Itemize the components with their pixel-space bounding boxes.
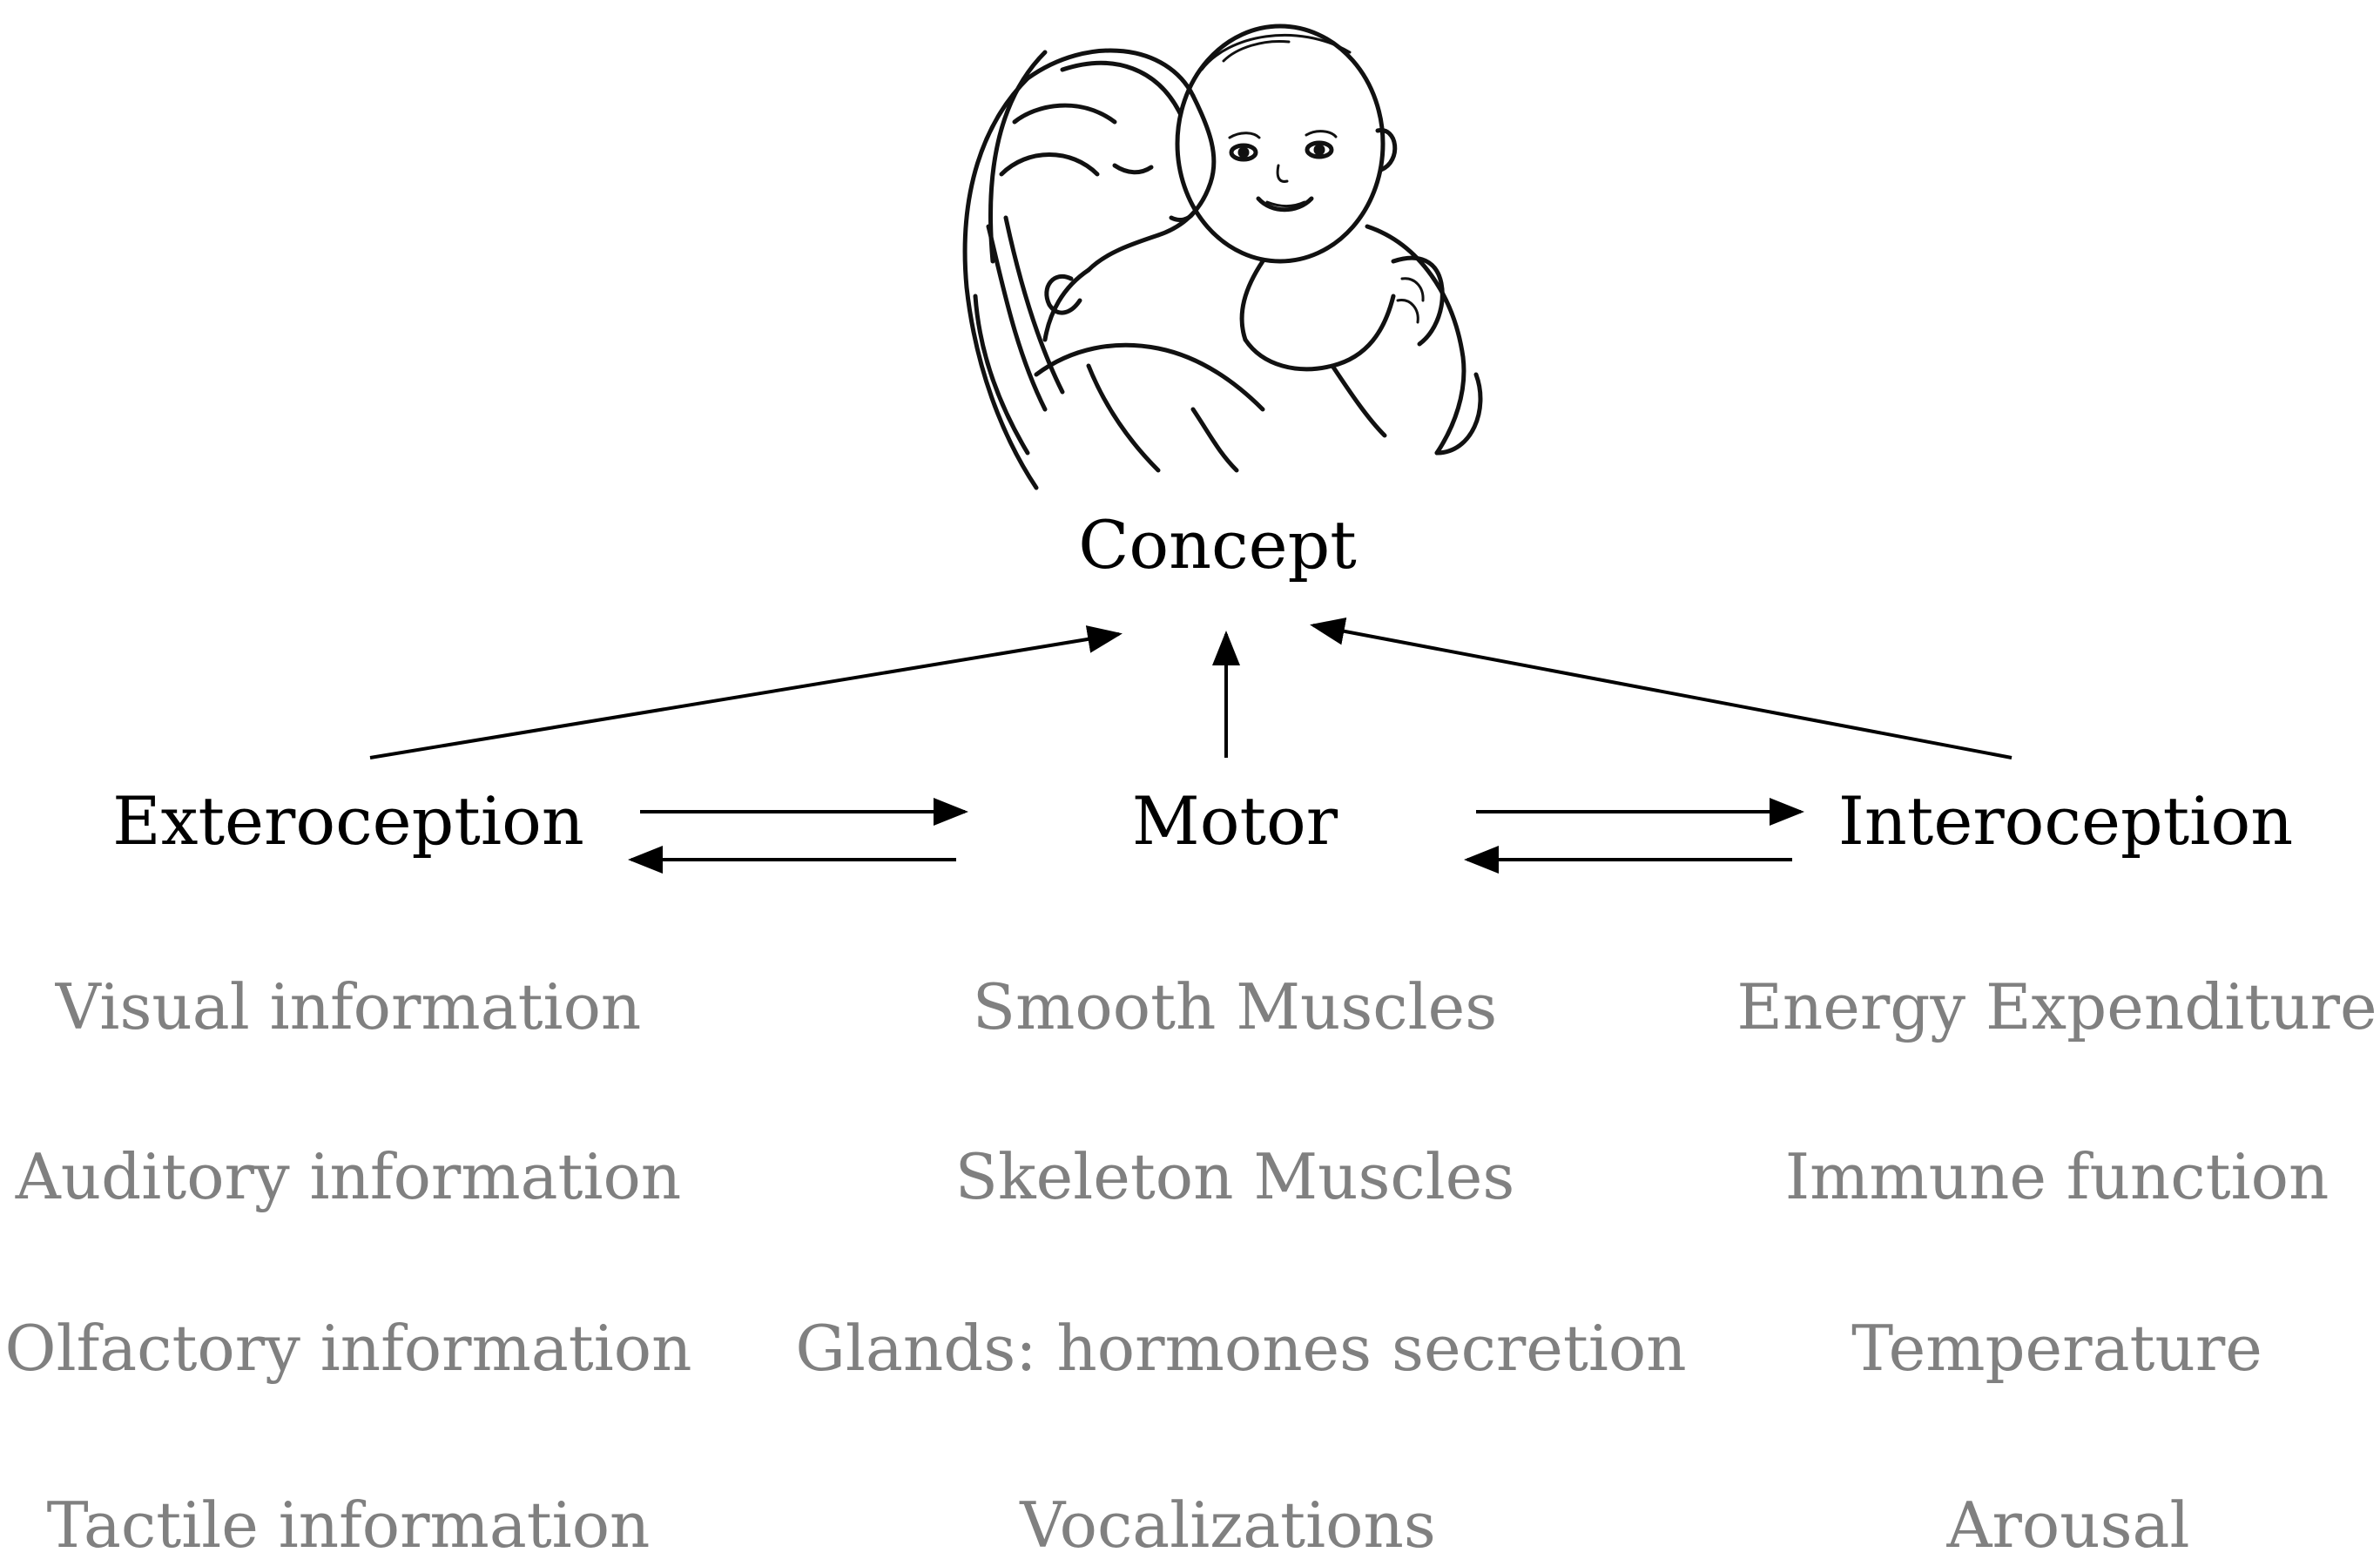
- exteroception-label: Exteroception: [112, 782, 584, 860]
- exteroception-item: Auditory information: [15, 1140, 682, 1213]
- interoception-item: Arousal: [1946, 1488, 2190, 1562]
- motor-label: Motor: [1131, 782, 1338, 860]
- arrow-interoception-to-concept: [1310, 617, 2013, 759]
- arrow-exteroception-to-concept: [369, 625, 1123, 759]
- exteroception-item: Visual information: [55, 970, 642, 1043]
- motor-item: Smooth Muscles: [972, 970, 1498, 1043]
- motor-item: Glands: hormones secretion: [795, 1312, 1687, 1385]
- interoception-item: Temperature: [1851, 1312, 2262, 1385]
- interoception-item: Immune function: [1784, 1140, 2329, 1213]
- motor-item: Vocalizations: [1020, 1488, 1436, 1562]
- interoception-item: Energy Expenditure: [1736, 970, 2377, 1043]
- motor-item: Skeleton Muscles: [954, 1140, 1515, 1213]
- exteroception-item: Olfactory information: [4, 1312, 692, 1385]
- concept-label: Concept: [1078, 506, 1357, 584]
- mother-baby-illustration: [962, 24, 1483, 490]
- exteroception-item: Tactile information: [46, 1488, 651, 1562]
- interoception-label: Interoception: [1837, 782, 2294, 860]
